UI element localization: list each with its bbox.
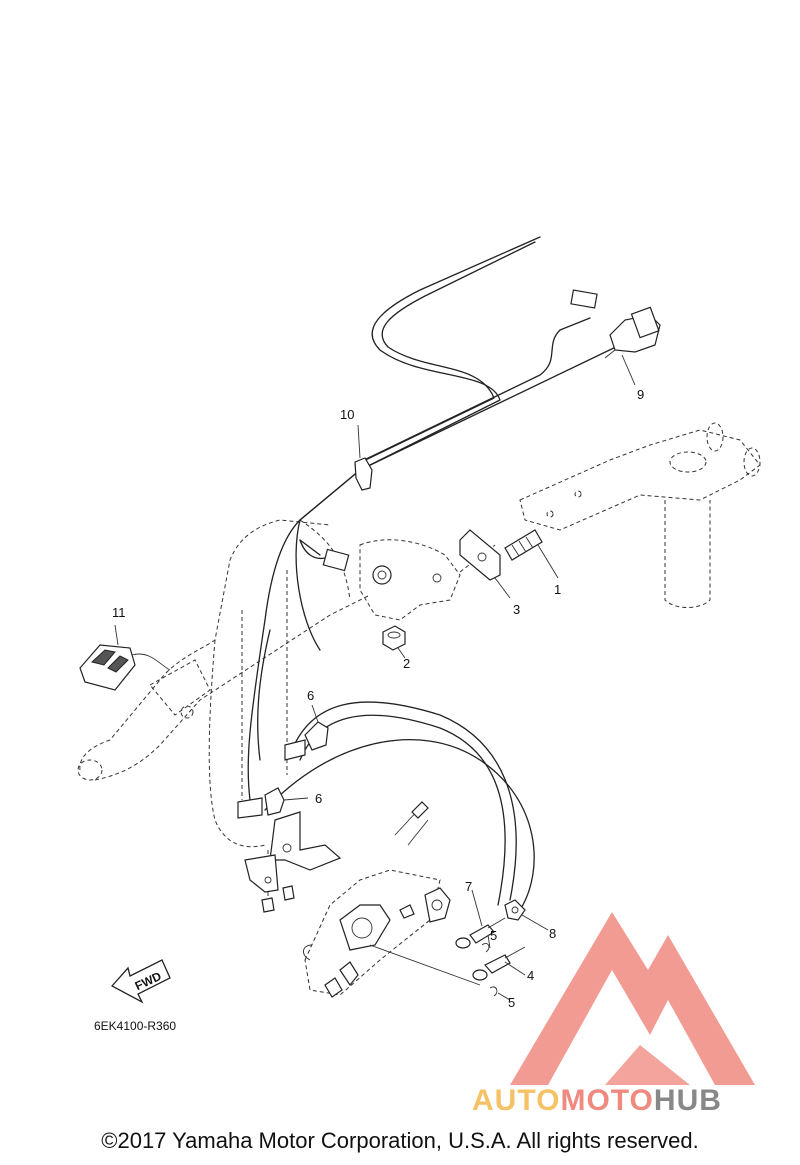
fwd-arrow-icon: FWD [110, 959, 171, 1004]
tiller-handle-outline [77, 519, 371, 848]
watermark-part-auto: AUTO [472, 1084, 561, 1117]
tiller-bracket [359, 539, 461, 621]
drawing-code: 6EK4100-R360 [94, 1019, 176, 1033]
part-cable-holder-lower [237, 787, 309, 819]
steering-bracket-outline [519, 422, 761, 608]
callout-3: 3 [513, 602, 520, 617]
callout-1: 1 [554, 582, 561, 597]
part-cable-joint [504, 899, 549, 931]
part-clamp [354, 424, 373, 491]
callout-5-lower: 5 [508, 995, 515, 1010]
part-connector [570, 289, 661, 386]
control-cables [247, 619, 535, 911]
part-lower-bracket [244, 811, 342, 913]
callout-5-upper: 5 [490, 928, 497, 943]
callout-7: 7 [465, 879, 472, 894]
callout-10: 10 [340, 407, 354, 422]
copyright-notice: ©2017 Yamaha Motor Corporation, U.S.A. A… [101, 1128, 699, 1153]
callout-labels: 1 2 3 4 5 5 6 6 7 8 9 10 11 [112, 387, 644, 1010]
part-control-mechanism [303, 801, 481, 998]
watermark-text: AUTOMOTOHUB [472, 1084, 722, 1118]
wire-harness [264, 236, 621, 651]
callout-9: 9 [637, 387, 644, 402]
part-rod-end-upper [455, 889, 506, 949]
part-cable-holder-upper [284, 704, 329, 761]
callout-4: 4 [527, 968, 534, 983]
callout-6-upper: 6 [307, 688, 314, 703]
watermark-part-hub: HUB [653, 1084, 722, 1117]
part-switch [79, 624, 171, 691]
callout-8: 8 [549, 926, 556, 941]
callout-2: 2 [403, 656, 410, 671]
part-rod-end-lower [472, 946, 526, 981]
callout-6-lower: 6 [315, 791, 322, 806]
watermark-logo [510, 912, 755, 1085]
part-harness-plug [299, 539, 350, 572]
part-clip-upper [481, 934, 491, 953]
part-bolt [504, 529, 559, 579]
part-plate [459, 529, 511, 599]
callout-11: 11 [112, 605, 126, 620]
watermark-part-moto: MOTO [560, 1084, 654, 1117]
part-nut [382, 625, 406, 659]
part-clip-lower [489, 986, 511, 1001]
